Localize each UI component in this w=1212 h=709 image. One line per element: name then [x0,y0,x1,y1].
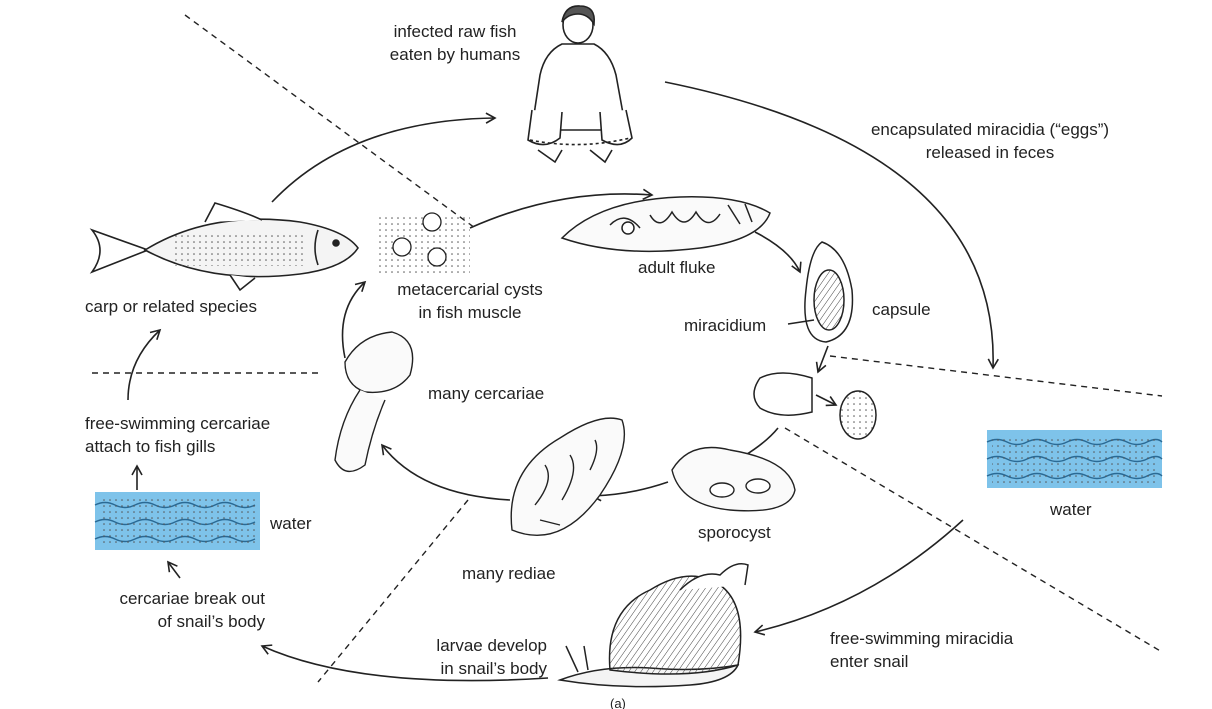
divider-right-upper [829,355,1163,397]
cercaria [334,331,414,473]
arrow-cercariae-to-cysts [341,280,367,359]
label-free-swim-cercariae: free-swimming cercariae attach to fish g… [85,412,270,458]
water-left [94,492,260,550]
human-figure [527,5,633,164]
arrow-snail-to-breakout [260,644,549,682]
label-metacercarial-line-2: in fish muscle [418,303,522,322]
sporocyst-body [671,446,796,512]
human-legs [527,109,633,146]
fish-scales [175,232,305,266]
arrow-hatch-to-miracidium [815,394,838,407]
miracidium-pointer [787,319,815,325]
label-feces: encapsulated miracidia (“eggs”) released… [830,118,1150,164]
label-cercariae-break: cercariae break out of snail’s body [75,587,265,633]
arrow-gills-to-carp [127,328,162,401]
arrow-breakout-to-water [167,560,181,579]
redia-body [510,417,626,537]
arrow-rediae-to-cercariae [381,443,511,501]
label-carp: carp or related species [85,297,257,316]
label-free-swim-cercariae-line-2: attach to fish gills [85,437,216,456]
label-water-right: water [1050,500,1092,519]
label-miracidium: miracidium [684,316,767,335]
label-humans: infected raw fish eaten by humans [355,20,555,66]
rediae [510,417,626,537]
cyst-2 [392,237,412,257]
dashed-dividers [92,14,1163,683]
miracidium-inside [813,269,845,331]
snail-tentacle-1 [565,645,579,673]
arrow-cysts-to-fluke [469,188,654,229]
label-free-swim-miracidia: free-swimming miracidia enter snail [830,627,1013,673]
cyst-3 [427,247,447,267]
human-hair [561,5,596,27]
label-free-swim-cercariae-line-1: free-swimming cercariae [85,414,271,433]
label-humans-line-2: eaten by humans [389,45,521,64]
label-adult-fluke: adult fluke [638,258,716,277]
fluke-body [560,196,771,253]
human-feet [537,149,613,164]
free-miracidium [839,390,877,440]
open-egg [753,372,813,416]
label-larvae-develop-line-2: in snail’s body [440,659,547,678]
fish-gill [314,229,319,266]
water-right [986,430,1163,488]
sporocyst-germ-2 [745,478,771,494]
fish-tail [89,228,151,274]
human-ground [529,137,631,146]
label-humans-line-1: infected raw fish [393,22,517,41]
label-metacercarial: metacercarial cysts in fish muscle [385,278,555,324]
arrow-fluke-to-capsule [754,231,802,274]
arrow-capsule-to-hatch [815,345,829,374]
fluke-organs [609,203,753,229]
label-figure-tag: (a) [610,697,626,709]
water-right-dots [992,435,1157,483]
sporocyst-germ-1 [709,482,735,498]
label-many-rediae: many rediae [462,564,556,583]
snail-tentacle-2 [583,645,589,671]
label-feces-line-2: released in feces [925,143,1055,162]
arrow-fish-to-human [271,112,497,203]
label-capsule: capsule [872,300,931,319]
label-larvae-develop-line-1: larvae develop [436,636,547,655]
label-feces-line-1: encapsulated miracidia (“eggs”) [870,120,1110,139]
label-cercariae-break-line-1: cercariae break out [119,589,265,608]
snail-spire [679,563,749,591]
redia-contents [534,439,598,526]
fish-pelvic-fin [229,274,256,292]
egg-capsule [787,241,854,343]
divider-top-left [184,14,476,229]
metacercarial-cysts [378,212,470,277]
sporocyst [671,446,796,512]
label-water-left: water [270,514,312,533]
hatching-egg [753,372,877,440]
label-free-swim-miracidia-line-2: enter snail [830,652,909,671]
arrow-human-to-water [664,81,999,370]
fluke-sucker [621,221,635,235]
label-many-cercariae: many cercariae [428,384,545,403]
label-free-swim-miracidia-line-1: free-swimming miracidia [830,629,1014,648]
snail-shell [608,575,742,675]
label-larvae-develop: larvae develop in snail’s body [395,634,547,680]
divider-right-lower [784,427,1163,653]
carp-fish [89,202,359,292]
snail [557,563,749,688]
label-sporocyst: sporocyst [698,523,771,542]
cercaria-tail [334,389,386,473]
cercaria-head [344,331,414,394]
label-cercariae-break-line-2: of snail’s body [157,612,265,631]
fish-dorsal-fin [204,202,263,223]
arrow-water-to-snail [753,519,964,636]
cyst-1 [422,212,442,232]
fish-eye [332,239,340,247]
water-left-dots [100,497,255,545]
label-metacercarial-line-1: metacercarial cysts [397,280,543,299]
adult-fluke [560,196,771,253]
